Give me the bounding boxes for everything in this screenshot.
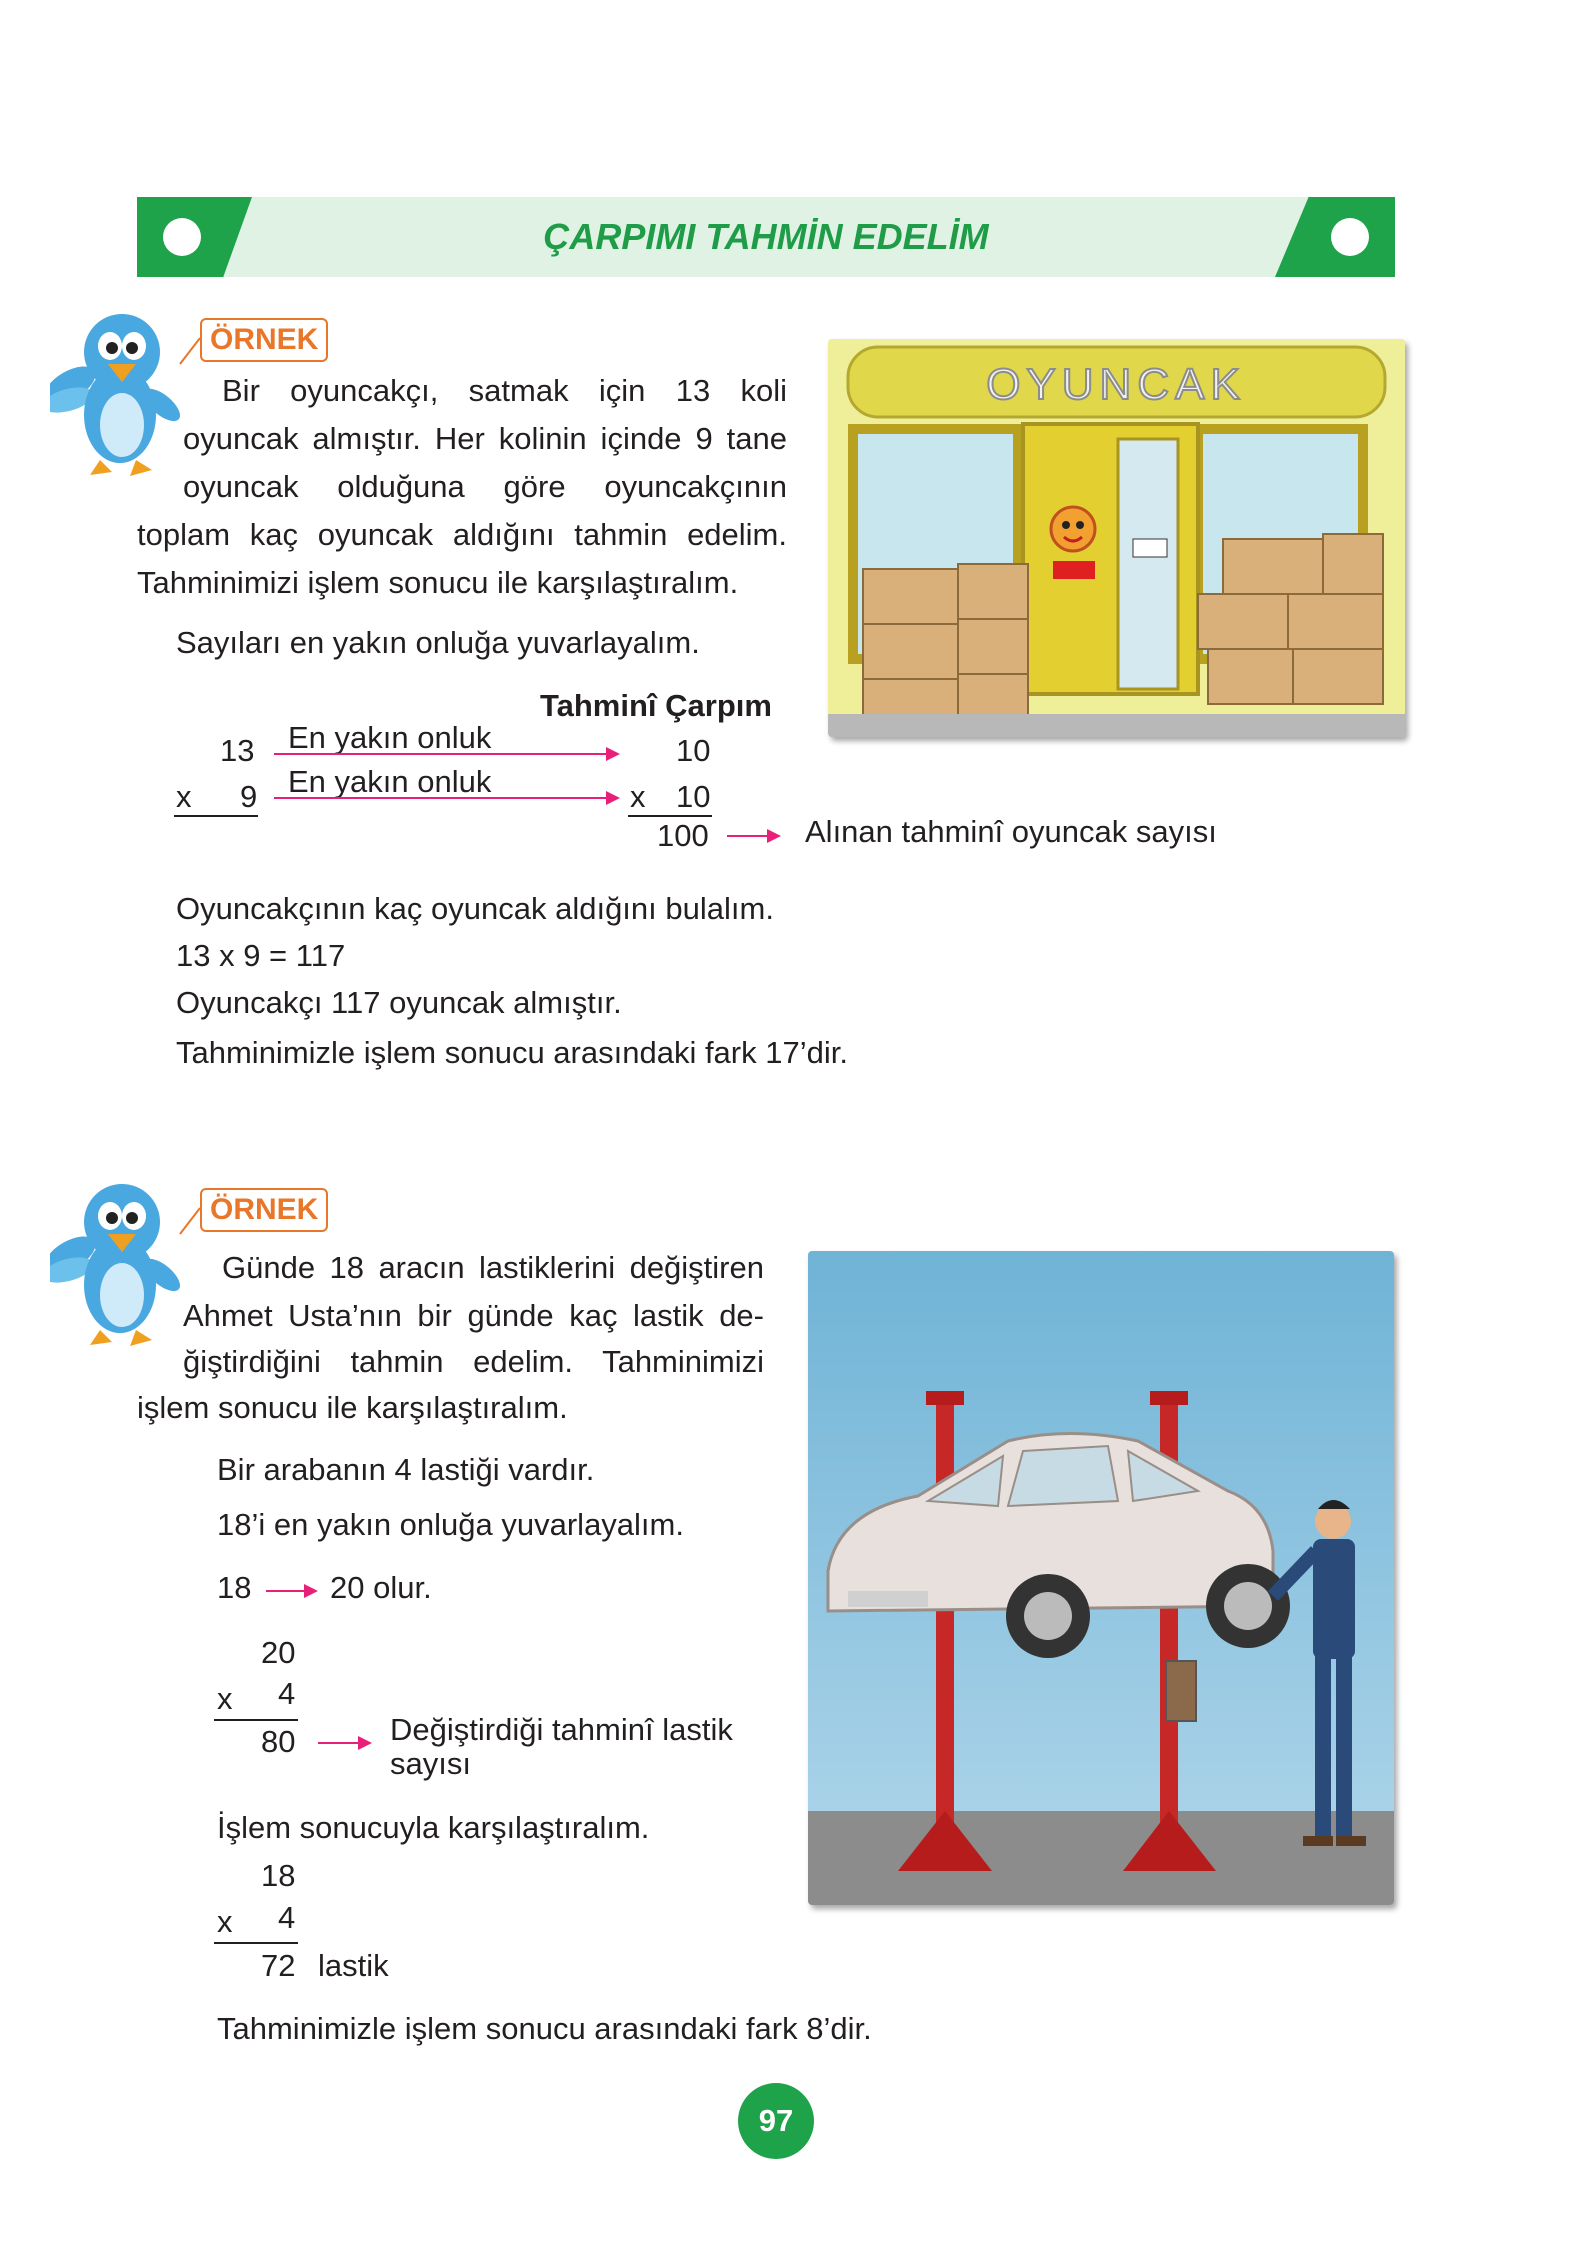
estimate-result: 80 <box>261 1724 296 1759</box>
example2-text-line: ğiştirdiğini tahmin edelim. Tahminimizi <box>183 1344 764 1379</box>
estimate-heading: Tahminî Çarpım <box>540 688 772 723</box>
example1-after-line: Oyuncakçının kaç oyuncak aldığını bulalı… <box>176 891 774 926</box>
result-label: Değiştirdiği tahminî lastik <box>390 1712 733 1747</box>
toy-shop-image: OYUNCAK <box>828 339 1405 737</box>
page-number: 97 <box>738 2083 814 2159</box>
arrow-label: En yakın onluk <box>288 764 492 799</box>
banner-right-dot <box>1331 218 1369 256</box>
multiply-rule <box>214 1719 298 1721</box>
real-b: 4 <box>278 1900 296 1935</box>
pink-arrow <box>727 829 781 843</box>
example2-round-text: 18’i en yakın onluğa yuvarlayalım. <box>217 1507 684 1542</box>
round-to: 20 olur. <box>330 1570 432 1605</box>
example1-after-line: Tahminimizle işlem sonucu arasındaki far… <box>176 1035 848 1070</box>
example2-text-line: işlem sonucu ile karşılaştıralım. <box>137 1390 568 1425</box>
example1-text-line: Tahminimizi işlem sonucu ile karşılaştır… <box>137 565 739 600</box>
bird-mascot-icon <box>50 1184 181 1346</box>
banner-background <box>137 197 1395 277</box>
real-a: 18 <box>261 1858 296 1893</box>
multiply-rule <box>174 815 258 817</box>
example2-tire-text: Bir arabanın 4 lastiği vardır. <box>217 1452 595 1487</box>
estimate-a: 20 <box>261 1635 296 1670</box>
result-label: Alınan tahminî oyuncak sayısı <box>805 814 1217 849</box>
times-sign: x <box>630 779 646 814</box>
multiply-rule <box>628 815 712 817</box>
estimate-result: 100 <box>657 818 709 853</box>
example1-text-line: toplam kaç oyuncak aldığını tahmin edeli… <box>137 517 787 552</box>
example1-text-line: oyuncak almıştır. Her kolinin içinde 9 t… <box>183 421 787 456</box>
page-title: ÇARPIMI TAHMİN EDELİM <box>543 216 989 257</box>
pink-arrow <box>266 1584 318 1598</box>
estimate-a: 10 <box>676 733 711 768</box>
example-badge: ÖRNEK <box>200 1188 329 1232</box>
example2-text-line: Ahmet Usta’nın bir günde kaç lastik de- <box>183 1298 764 1333</box>
bird-mascot-icon <box>50 314 181 476</box>
estimate-b: 10 <box>676 779 711 814</box>
times-sign: x <box>176 779 192 814</box>
multiply-rule <box>214 1942 298 1944</box>
example-badge: ÖRNEK <box>200 318 329 362</box>
shop-sign-text: OYUNCAK <box>986 360 1246 409</box>
estimate-b: 4 <box>278 1676 296 1711</box>
result-label: sayısı <box>390 1746 471 1781</box>
car-lift-image <box>808 1251 1394 1905</box>
times-sign: x <box>217 1904 233 1939</box>
real-result: 72 <box>261 1948 296 1983</box>
section-banner: ÇARPIMI TAHMİN EDELİM <box>137 197 1395 277</box>
factor-b: 9 <box>240 779 258 814</box>
compare-text: İşlem sonucuyla karşılaştıralım. <box>217 1810 650 1845</box>
example1-text-line: Bir oyuncakçı, satmak için 13 koli <box>222 373 787 408</box>
conclusion-text: Tahminimizle işlem sonucu arasındaki far… <box>217 2011 872 2046</box>
pink-arrow <box>274 747 620 761</box>
badge-pointer <box>179 337 201 365</box>
banner-left-dot <box>163 218 201 256</box>
example2-text-line: Günde 18 aracın lastiklerini değiştiren <box>222 1250 764 1285</box>
example1-round-text: Sayıları en yakın onluğa yuvarlayalım. <box>176 625 700 660</box>
pink-arrow <box>318 1736 372 1750</box>
example1-after-line: 13 x 9 = 117 <box>176 938 346 973</box>
example1-after-line: Oyuncakçı 117 oyuncak almıştır. <box>176 985 622 1020</box>
arrow-label: En yakın onluk <box>288 720 492 755</box>
pink-arrow <box>274 791 620 805</box>
example1-text-line: oyuncak olduğuna göre oyuncakçının <box>183 469 787 504</box>
real-unit: lastik <box>318 1948 389 1983</box>
factor-a: 13 <box>220 733 255 768</box>
round-from: 18 <box>217 1570 252 1605</box>
times-sign: x <box>217 1681 233 1716</box>
badge-pointer <box>179 1207 201 1235</box>
